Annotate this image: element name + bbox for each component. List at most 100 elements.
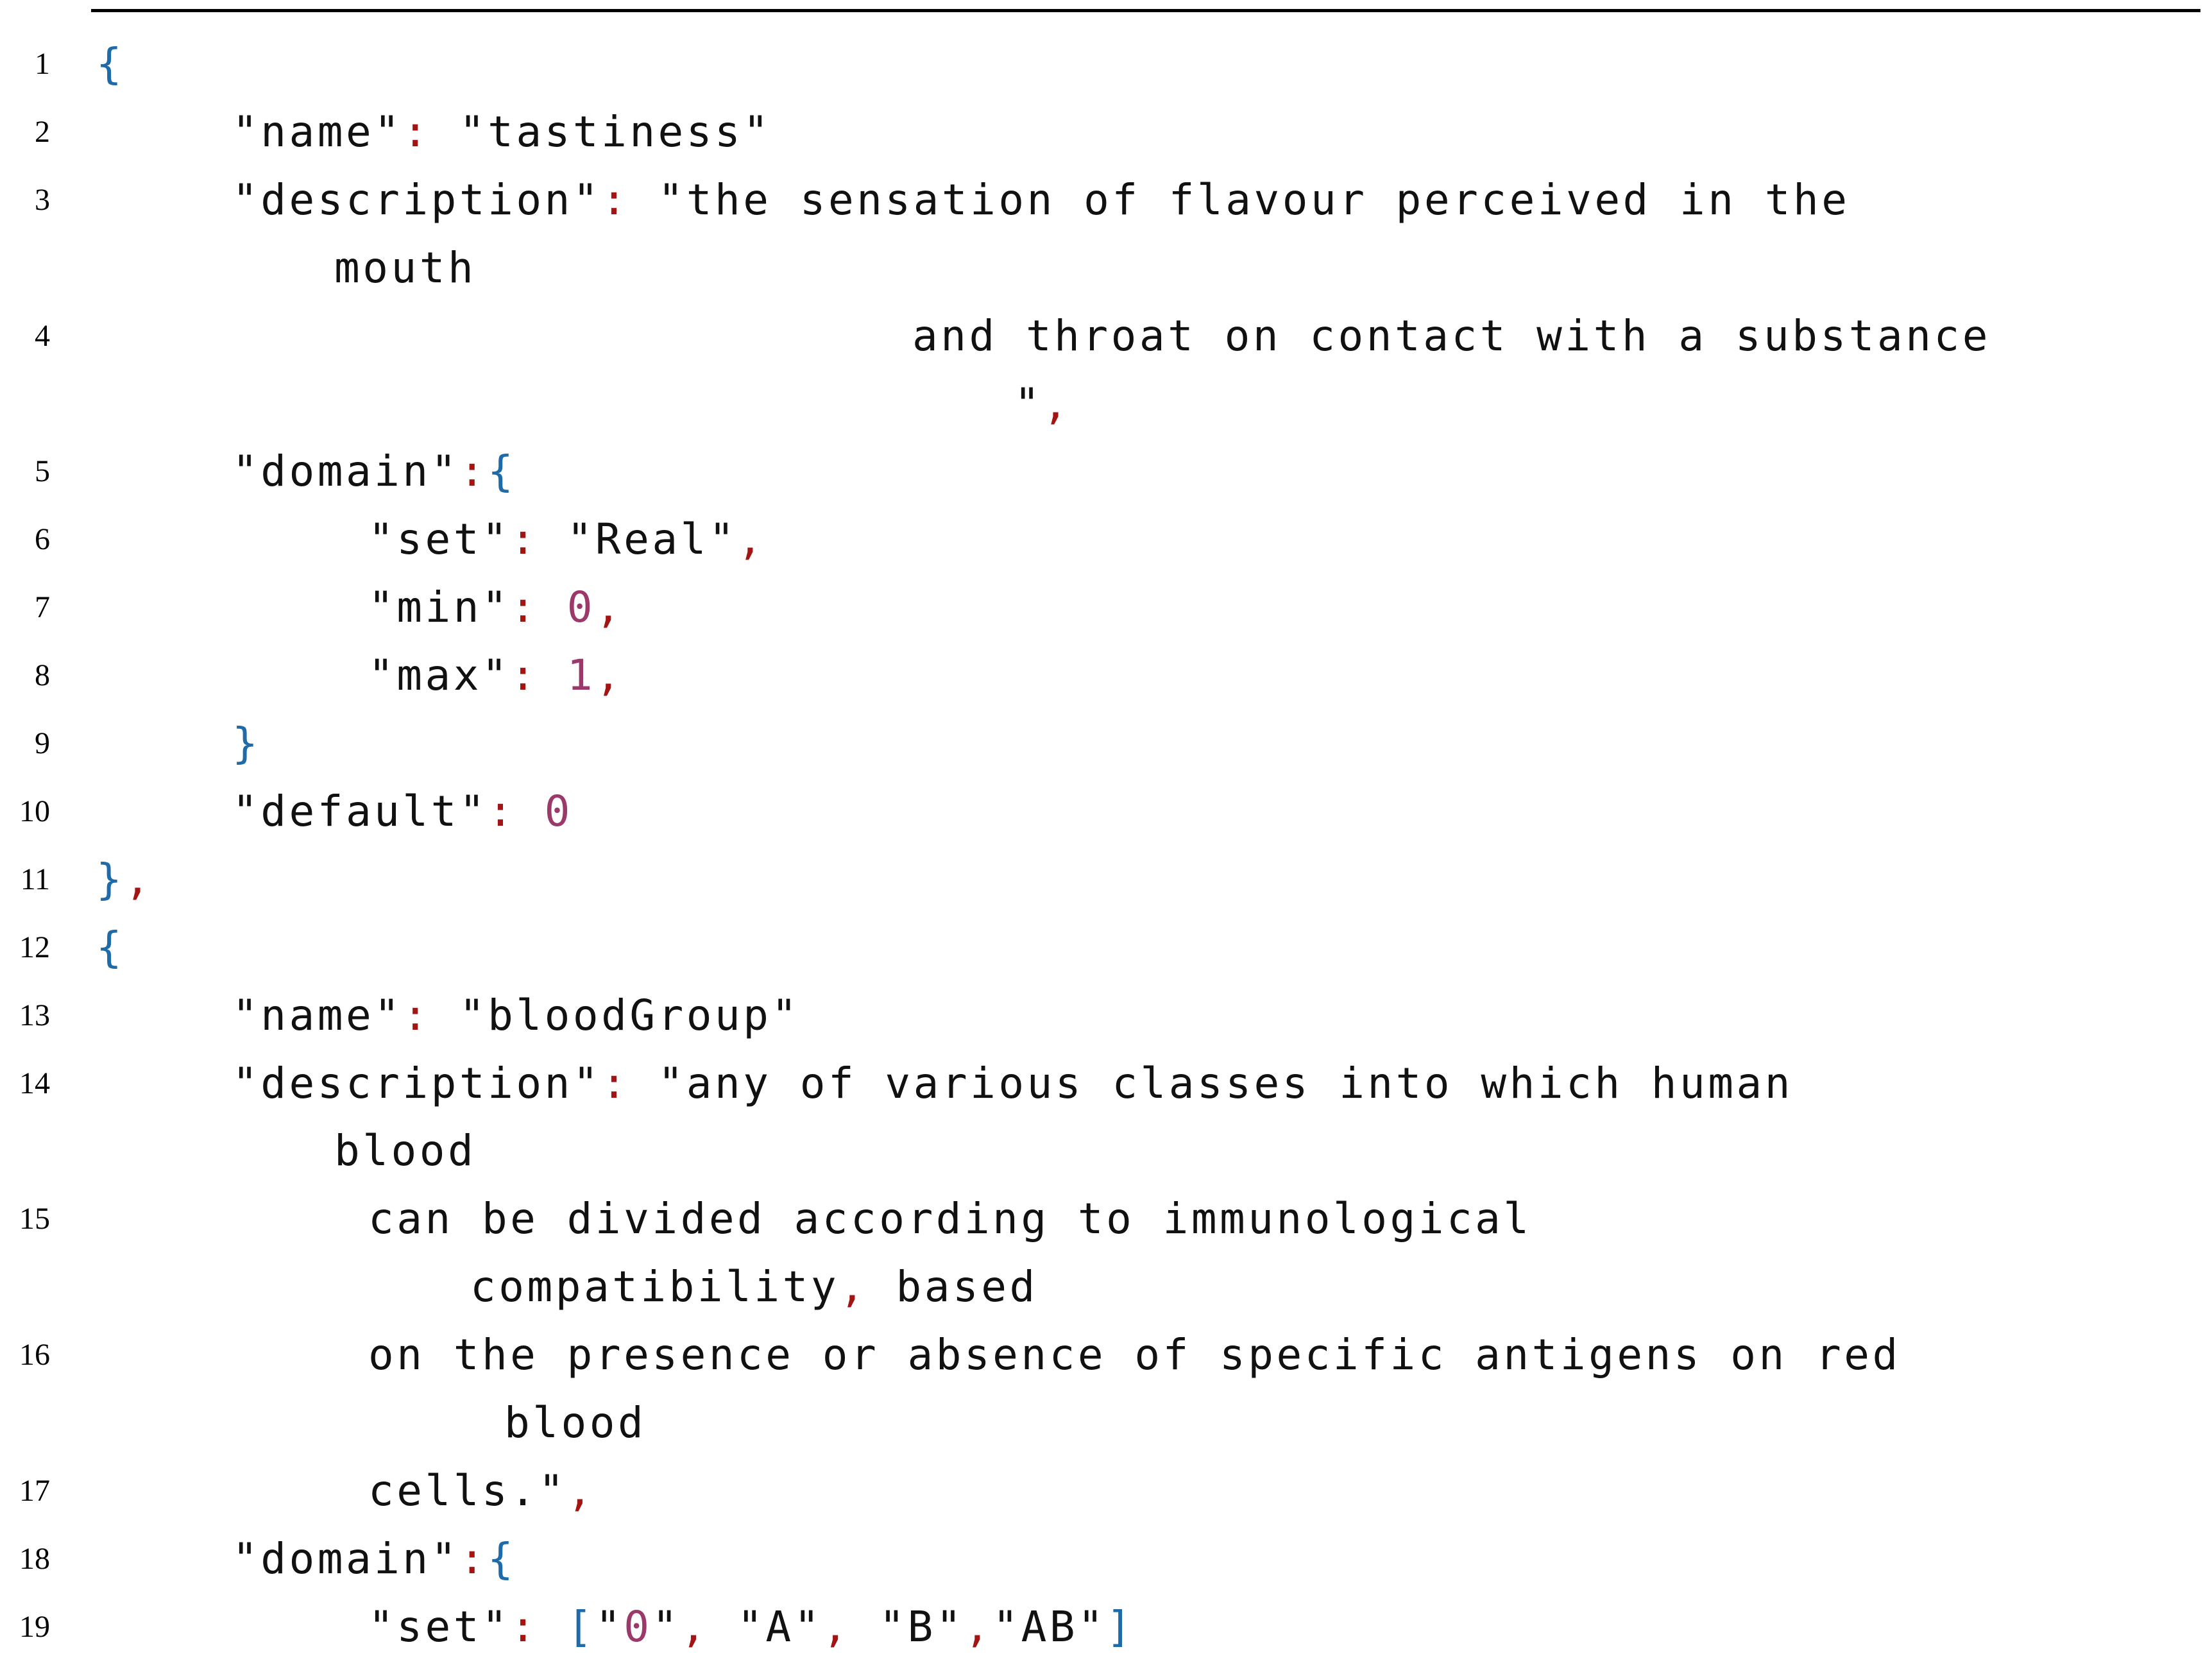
code-text: blood — [504, 1394, 646, 1452]
code-token: "max" — [368, 651, 511, 701]
code-line: 4 and throat on contact with a substance — [0, 307, 2212, 365]
code-token: "domain" — [232, 1533, 459, 1583]
code-line: 17 cells.", — [0, 1462, 2212, 1520]
line-number: 11 — [20, 862, 50, 896]
code-text: compatibility, based — [470, 1258, 1038, 1316]
code-token: "description" — [232, 1058, 602, 1108]
code-token: , — [1042, 379, 1071, 429]
code-token: " — [595, 1601, 624, 1652]
code-line: ", — [0, 375, 2212, 433]
code-token: : — [459, 1533, 488, 1583]
code-line: 12{ — [0, 919, 2212, 977]
code-token: " — [652, 1601, 681, 1652]
code-token: 0 — [566, 583, 595, 633]
code-line: blood — [0, 1394, 2212, 1452]
code-text: "name": "bloodGroup" — [232, 987, 800, 1045]
code-token: "name" — [232, 107, 403, 157]
line-number: 13 — [19, 998, 50, 1032]
code-token: "default" — [232, 786, 488, 836]
code-line: 10"default": 0 — [0, 783, 2212, 841]
code-token: compatibility — [470, 1262, 840, 1312]
line-number: 17 — [19, 1473, 50, 1508]
code-token: : — [510, 515, 539, 565]
code-token: "min" — [368, 583, 511, 633]
code-token: : — [510, 583, 539, 633]
code-token: , — [595, 651, 624, 701]
code-text: "min": 0, — [368, 579, 624, 636]
code-token: { — [488, 1533, 516, 1583]
code-text: can be divided according to immunologica… — [368, 1190, 1532, 1248]
code-text: { — [96, 35, 124, 93]
code-token: } — [96, 854, 125, 904]
code-token: "A" — [708, 1601, 822, 1652]
code-token: "domain" — [232, 447, 459, 497]
code-token: 0 — [624, 1601, 652, 1652]
code-token: , — [566, 1465, 595, 1515]
code-text: and throat on contact with a substance — [912, 307, 1991, 365]
code-line: 7 "min": 0, — [0, 579, 2212, 636]
code-token: : — [510, 1601, 539, 1652]
code-token: : — [601, 175, 630, 225]
code-token: : — [488, 786, 516, 836]
line-number: 12 — [19, 930, 50, 964]
code-token — [538, 1602, 566, 1652]
code-line: blood — [0, 1122, 2212, 1180]
code-token: on the presence or absence of specific a… — [368, 1330, 1901, 1380]
code-token: "tastiness" — [430, 107, 772, 157]
code-text: "name": "tastiness" — [232, 103, 772, 161]
code-token: : — [402, 107, 431, 157]
code-text: cells.", — [368, 1462, 595, 1520]
code-token — [538, 651, 566, 700]
code-token: , — [680, 1601, 709, 1652]
code-line: 14"description": "any of various classes… — [0, 1055, 2212, 1113]
code-token: , — [839, 1262, 868, 1312]
code-token: "description" — [232, 175, 602, 225]
code-token: [ — [566, 1601, 595, 1652]
code-line: 8 "max": 1, — [0, 647, 2212, 704]
line-number: 8 — [35, 658, 50, 693]
line-number: 1 — [35, 47, 50, 81]
code-token: ] — [1106, 1601, 1135, 1652]
code-token: blood — [504, 1398, 647, 1447]
code-token: "set" — [368, 515, 511, 565]
code-line: 19 "set": ["0", "A", "B","AB"] — [0, 1598, 2212, 1656]
code-token: "the sensation of flavour perceived in t… — [629, 175, 1850, 225]
code-line: compatibility, based — [0, 1258, 2212, 1316]
code-text: on the presence or absence of specific a… — [368, 1326, 1901, 1384]
code-line: 6"set": "Real", — [0, 511, 2212, 568]
code-token: , — [964, 1601, 993, 1652]
code-token: based — [867, 1262, 1038, 1312]
top-rule — [91, 9, 2200, 12]
code-text: "set": ["0", "A", "B","AB"] — [368, 1598, 1135, 1656]
line-number: 4 — [35, 318, 50, 353]
line-number: 3 — [35, 182, 50, 217]
code-token: , — [595, 583, 624, 633]
code-token: { — [96, 39, 125, 89]
code-line: 11}, — [0, 851, 2212, 909]
code-text: ", — [1014, 375, 1071, 433]
code-text: }, — [96, 851, 153, 909]
code-token: and throat on contact with a substance — [912, 311, 1991, 361]
code-text: } — [232, 715, 260, 773]
code-line: 3 "description": "the sensation of flavou… — [0, 171, 2212, 229]
code-text: blood — [334, 1122, 476, 1180]
line-number: 18 — [19, 1541, 50, 1576]
code-token — [516, 787, 544, 836]
code-token: } — [232, 719, 261, 768]
code-token: : — [510, 651, 539, 701]
code-line: 18 "domain":{ — [0, 1530, 2212, 1588]
line-number: 2 — [35, 114, 50, 149]
code-token: : — [402, 990, 431, 1040]
code-token: can be divided according to immunologica… — [368, 1194, 1532, 1244]
line-number: 7 — [35, 590, 50, 625]
code-token: 0 — [544, 786, 573, 836]
code-text: "domain":{ — [232, 443, 516, 500]
code-text: "description": "any of various classes i… — [232, 1055, 1793, 1113]
code-token: , — [737, 515, 766, 565]
code-token: "bloodGroup" — [430, 990, 800, 1040]
code-text: mouth — [334, 239, 476, 297]
code-token: 1 — [566, 651, 595, 701]
line-number: 19 — [19, 1609, 50, 1644]
code-token: "Real" — [538, 515, 738, 565]
